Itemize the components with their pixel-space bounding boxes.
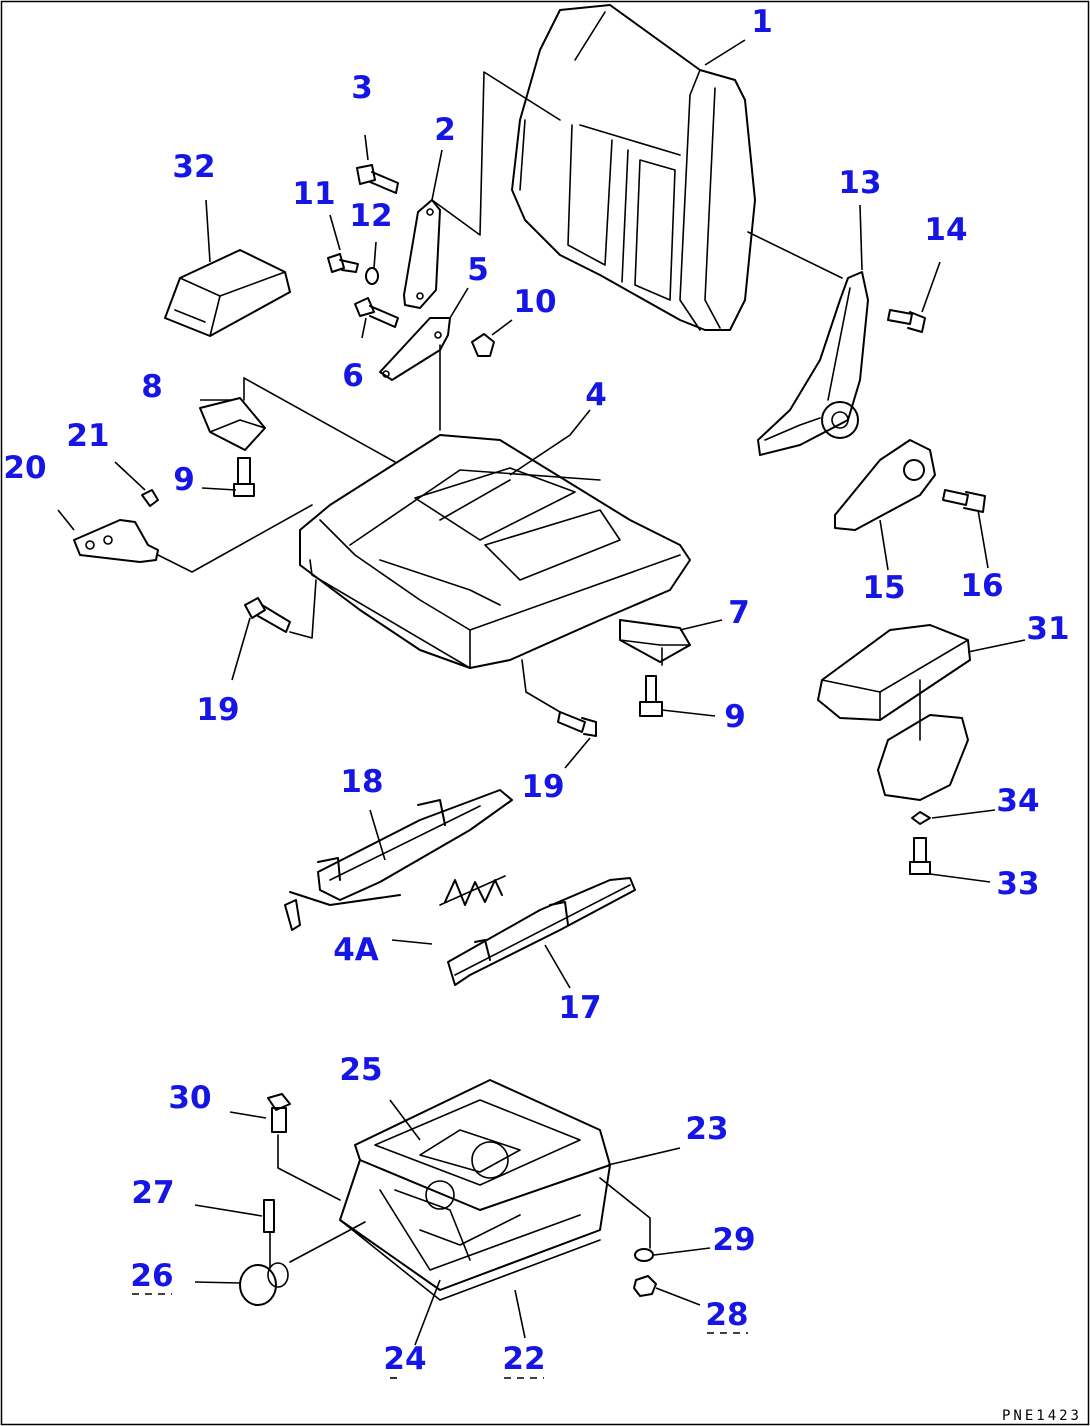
part-nut-21 — [141, 489, 159, 507]
leader-lines — [57, 39, 1026, 1346]
part-bolt-19-left — [244, 597, 291, 633]
part-lever-20 — [73, 519, 159, 563]
part-bolt-6 — [354, 297, 399, 328]
callout-29: 29 — [712, 1222, 755, 1258]
part-clip-7 — [619, 619, 691, 663]
part-seat-cushion — [299, 434, 691, 669]
callout-28: 28 — [705, 1297, 748, 1333]
part-clip-8 — [199, 397, 266, 451]
part-spring-4a — [439, 875, 506, 906]
callout-9-right: 9 — [724, 699, 746, 735]
callout-25: 25 — [339, 1052, 382, 1088]
callout-16: 16 — [960, 568, 1003, 604]
callout-7: 7 — [728, 595, 750, 631]
callout-17: 17 — [558, 990, 601, 1026]
callout-20: 20 — [3, 450, 46, 486]
callout-5: 5 — [467, 252, 489, 288]
callout-15: 15 — [862, 570, 905, 606]
callout-22: 22 — [502, 1341, 545, 1377]
drawing-code: PNE1423 — [1002, 1408, 1082, 1424]
callout-14: 14 — [924, 212, 967, 248]
callout-12: 12 — [349, 198, 392, 234]
callout-18: 18 — [340, 764, 383, 800]
part-washer-12 — [365, 267, 379, 285]
part-recliner-13 — [757, 271, 869, 456]
part-knob-26 — [239, 1262, 289, 1306]
part-plate-5 — [379, 317, 451, 381]
callout-6: 6 — [342, 358, 364, 394]
part-bracket-15 — [834, 439, 936, 531]
part-nut-10 — [471, 333, 495, 357]
callout-4a: 4A — [333, 932, 379, 968]
callout-19-left: 19 — [196, 692, 239, 728]
part-slide-rail-18 — [284, 789, 513, 931]
callout-underlines — [132, 1293, 748, 1379]
callout-8: 8 — [141, 369, 163, 405]
callout-21: 21 — [66, 418, 109, 454]
callout-19-right: 19 — [521, 769, 564, 805]
part-washer-34 — [911, 811, 931, 825]
part-arm-support — [877, 714, 969, 801]
callout-4: 4 — [585, 377, 607, 413]
callout-10: 10 — [513, 284, 556, 320]
callout-23: 23 — [685, 1111, 728, 1147]
part-bolt-16 — [942, 489, 986, 513]
callout-2: 2 — [434, 112, 456, 148]
callout-27: 27 — [131, 1175, 174, 1211]
callout-30: 30 — [168, 1080, 211, 1116]
part-washer-29 — [634, 1248, 654, 1262]
part-cover-32 — [164, 249, 291, 337]
callout-11: 11 — [292, 176, 335, 212]
callout-3: 3 — [351, 70, 373, 106]
callout-33: 33 — [996, 866, 1039, 902]
part-nut-28 — [633, 1275, 657, 1297]
callout-31: 31 — [1026, 611, 1069, 647]
part-armrest-31 — [817, 624, 971, 721]
callout-24: 24 — [383, 1341, 426, 1377]
callout-13: 13 — [838, 165, 881, 201]
part-bolt-9-right — [639, 675, 663, 717]
callout-34: 34 — [996, 783, 1039, 819]
part-bolt-19-right — [557, 711, 597, 737]
callout-labels: 1 2 3 4 4A 5 6 7 8 9 9 10 11 12 13 14 15… — [3, 4, 1069, 1377]
part-suspension-base — [339, 1079, 611, 1301]
part-backrest — [511, 4, 756, 331]
callout-1: 1 — [751, 4, 773, 40]
callout-9-left: 9 — [173, 462, 195, 498]
part-slide-rail-17 — [447, 877, 636, 986]
part-pin-27 — [263, 1199, 275, 1233]
part-bolt-3 — [356, 164, 399, 194]
part-bolt-30 — [267, 1093, 291, 1133]
part-bolt-9-left — [233, 457, 255, 497]
callout-32: 32 — [172, 149, 215, 185]
callout-26: 26 — [130, 1258, 173, 1294]
part-bolt-14 — [887, 309, 926, 333]
part-bolt-11 — [327, 253, 359, 273]
